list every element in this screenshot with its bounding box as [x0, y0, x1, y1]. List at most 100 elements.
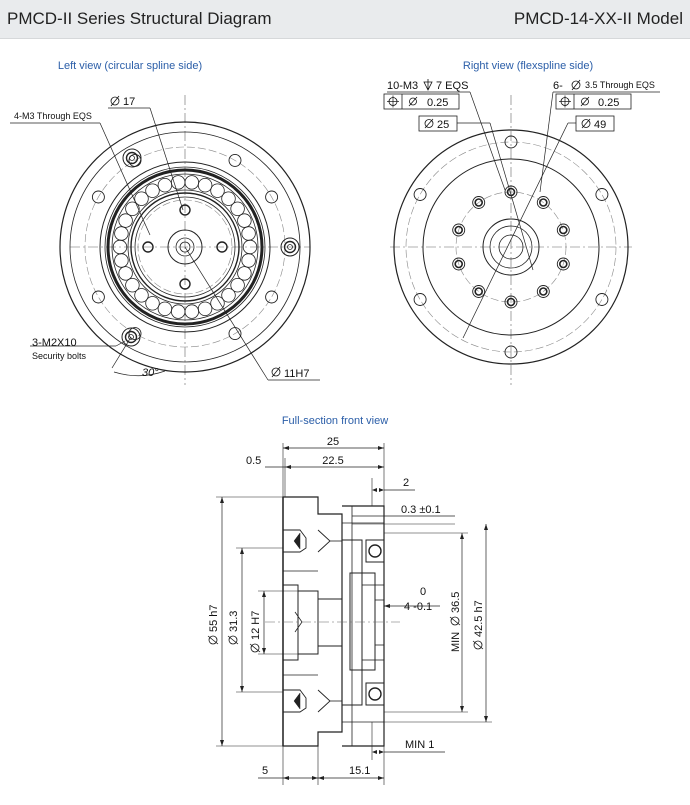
through-hole [595, 188, 609, 201]
through-label: 4-M3 Through EQS [14, 111, 92, 121]
security-bolt-top [122, 148, 142, 168]
dim-31-3: 31.3 [227, 547, 283, 693]
left-flange-holes [91, 153, 279, 341]
svg-text:11H7: 11H7 [284, 368, 309, 380]
m3-hole-thread [538, 287, 548, 296]
svg-text:55 h7: 55 h7 [208, 604, 220, 632]
m3-depth: 7 EQS [436, 80, 468, 92]
flange-hole [91, 290, 105, 304]
bearing-ball [125, 201, 140, 217]
svg-text:MIN: MIN [450, 632, 462, 652]
m3-hole-thread [558, 225, 568, 235]
dim-36-5: MIN 36.5 [384, 532, 468, 713]
bearing-ball [221, 288, 236, 303]
angle-label: 30° [142, 367, 159, 379]
m3-hole [504, 295, 518, 309]
m3-hole-thread [474, 287, 484, 296]
bearing-ball [114, 226, 129, 241]
svg-text:22.5: 22.5 [322, 455, 343, 467]
m3-hole [179, 204, 191, 216]
flange-hole [91, 190, 105, 204]
bearing-ball [230, 278, 245, 293]
through-hole [413, 188, 427, 201]
bearing-ball [197, 177, 213, 193]
m3-hole [536, 285, 550, 298]
bearing-ball [197, 301, 213, 317]
bearing-ball [145, 296, 160, 311]
m3-hole [179, 278, 191, 290]
m3-hole-thread [506, 297, 516, 307]
m3-hole-thread [454, 225, 464, 235]
holes-dia-icon [571, 79, 581, 91]
dim-12: 12 H7 [249, 590, 298, 655]
svg-text:25: 25 [327, 436, 339, 448]
through-hole [504, 345, 518, 359]
security-bolt-bottom [121, 327, 141, 347]
bearing-ball [170, 304, 186, 319]
dim-42-5: 42.5 h7 [384, 524, 492, 723]
bearing-ball [125, 278, 140, 293]
svg-text:25: 25 [437, 119, 449, 131]
bolts-sublabel: Security bolts [32, 351, 87, 361]
svg-text:0.25: 0.25 [427, 97, 448, 109]
dim-5: 5 [258, 765, 318, 780]
svg-text:MIN 1: MIN 1 [405, 739, 434, 751]
flange-hole [265, 190, 279, 204]
dim-25: 25 [283, 436, 384, 450]
bearing-ball [237, 266, 252, 281]
through-hole [504, 135, 518, 149]
bearing-balls [112, 175, 258, 319]
bearing-ball [241, 226, 256, 241]
svg-text:12 H7: 12 H7 [250, 611, 262, 640]
bearing-ball [145, 183, 160, 198]
dim-55: 55 h7 [207, 496, 283, 747]
dim-15-1: 15.1 [318, 765, 384, 780]
bearing-ball [157, 301, 173, 317]
flange-hole [228, 153, 242, 167]
svg-text:5: 5 [262, 765, 268, 777]
m3-hole-thread [558, 259, 568, 269]
m3-hole [142, 241, 154, 253]
dim-2: 2 [371, 477, 415, 506]
m3-hole [452, 257, 466, 271]
svg-text:0.25: 0.25 [598, 97, 619, 109]
m3-hole [452, 223, 466, 237]
security-bolt-right [280, 237, 300, 257]
m3-label: 10-M3 [387, 80, 418, 92]
m3-hole [556, 223, 570, 237]
m3-hole [216, 241, 228, 253]
dim-0-5: 0.5 [246, 455, 261, 467]
svg-text:42.5 h7: 42.5 h7 [473, 600, 485, 637]
svg-text:2: 2 [403, 477, 409, 489]
svg-text:36.5: 36.5 [450, 592, 462, 613]
m3-hole [536, 196, 550, 209]
right-through-holes [413, 135, 609, 359]
bearing-ball [118, 213, 133, 228]
svg-text:0.3 ±0.1: 0.3 ±0.1 [401, 504, 441, 516]
through-hole [413, 293, 427, 306]
depth-icon [423, 79, 433, 91]
flange-hole [128, 327, 142, 341]
page-title: PMCD-II Series Structural Diagram [7, 9, 272, 28]
bearing-ball [184, 175, 200, 190]
dim-0-3: 0.3 ±0.1 [352, 504, 455, 525]
flange-hole [265, 290, 279, 304]
svg-text:49: 49 [594, 119, 606, 131]
m3-hole [504, 185, 518, 199]
section-view-caption: Full-section front view [282, 415, 388, 427]
holes-label: 6- [553, 80, 563, 92]
left-m3-holes [142, 204, 228, 290]
bearing-ball [114, 253, 129, 268]
right-view: Right view (flexspline side) 10-M3 7 EQS… [383, 60, 660, 385]
bearing-ball [184, 304, 200, 319]
m3-hole-thread [454, 259, 464, 269]
diameter-25-box: 25 [418, 115, 458, 132]
m3-hole [472, 285, 486, 298]
position-tolerance-left: 0.25 [383, 93, 460, 110]
m3-hole [556, 257, 570, 271]
diameter-11-label: 11H7 [271, 366, 309, 380]
bearing-ball [241, 253, 256, 268]
position-tolerance-right: 0.25 [555, 93, 632, 110]
bearing-ball [230, 201, 245, 217]
